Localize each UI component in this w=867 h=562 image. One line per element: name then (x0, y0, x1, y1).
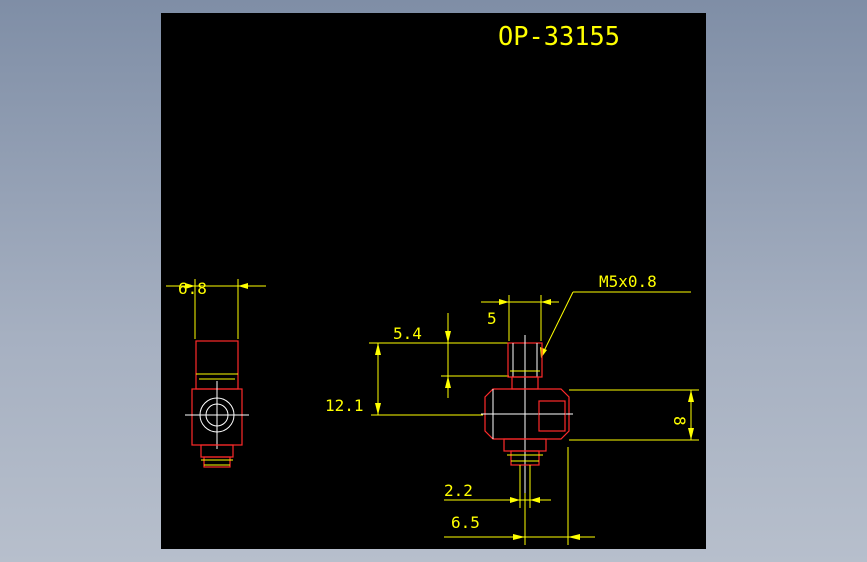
dim-2-2: 2.2 (444, 465, 551, 508)
right-side-port (538, 400, 566, 432)
left-view: 6.8 (166, 279, 266, 468)
dim-12-1-label: 12.1 (325, 396, 364, 415)
left-port-outer (199, 397, 235, 433)
dim-5: 5 (481, 295, 559, 341)
dim-6-5: 6.5 (444, 447, 595, 545)
right-body (484, 388, 570, 440)
thread-label: M5x0.8 (599, 272, 657, 291)
drawing-title: OP-33155 (498, 22, 620, 52)
dim-6-5-label: 6.5 (451, 513, 480, 532)
dim-5-label: 5 (487, 309, 497, 328)
left-port-inner (205, 403, 229, 427)
dim-2-2-label: 2.2 (444, 481, 473, 500)
drawing-canvas[interactable]: OP-33155 6.8 (161, 13, 706, 549)
dim-8: 8 (569, 389, 699, 441)
dim-5-4-label: 5.4 (393, 324, 422, 343)
dim-5-4: 5.4 (369, 313, 509, 398)
thread-callout: M5x0.8 (540, 272, 691, 358)
dim-12-1: 12.1 (325, 343, 483, 416)
dim-6-8-label: 6.8 (178, 279, 207, 298)
right-view: M5x0.8 5 5.4 (325, 272, 699, 545)
dim-6-8: 6.8 (166, 279, 266, 339)
drawing-svg: OP-33155 6.8 (166, 22, 699, 545)
dim-8-label: 8 (670, 416, 689, 426)
